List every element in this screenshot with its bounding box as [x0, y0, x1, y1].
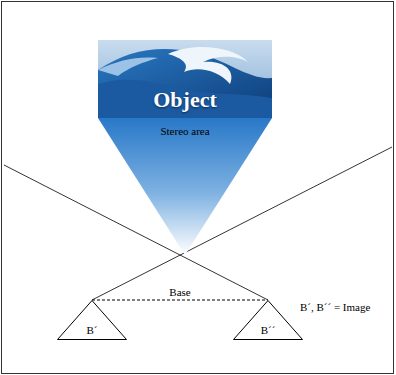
area-label: Stereo area — [160, 125, 209, 137]
image-triangle: B´´ — [233, 300, 303, 340]
stereo-area-triangle: Stereo area — [98, 118, 272, 255]
object-label: Object — [153, 88, 217, 112]
spray — [98, 58, 158, 77]
base-line — [92, 300, 268, 301]
image-label: B´ — [87, 324, 98, 336]
wave-front — [98, 80, 272, 118]
wave-foam — [168, 47, 248, 84]
image-triangle: B´ — [57, 300, 127, 340]
sky — [98, 40, 272, 118]
image-label: B´´ — [261, 324, 276, 336]
legend-note: B´, B´´ = Image — [300, 301, 370, 313]
stereo-area-triangle-shape — [98, 118, 272, 255]
camera-triangle — [234, 301, 303, 340]
camera-triangle — [58, 301, 127, 340]
edge-label: Base — [169, 286, 190, 298]
stereo-area-fill — [98, 118, 272, 255]
object-picture: Object — [98, 40, 272, 118]
